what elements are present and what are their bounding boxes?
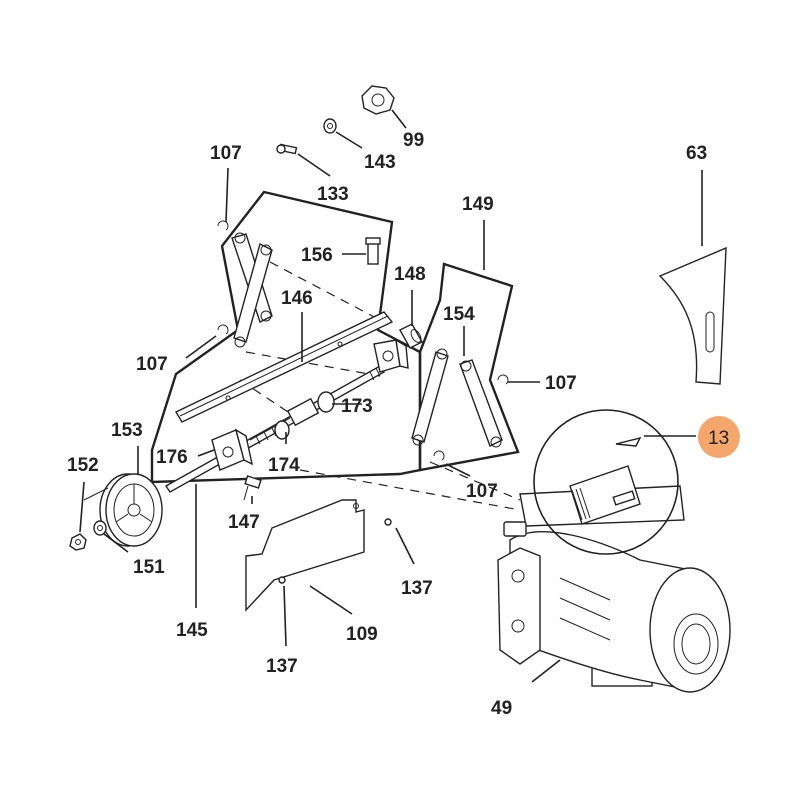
washer-143 — [323, 118, 337, 134]
knob-99 — [361, 85, 395, 115]
callout-156: 156 — [301, 245, 333, 266]
rail-146 — [175, 311, 394, 423]
callout-174: 174 — [268, 455, 300, 476]
callout-152: 152 — [67, 455, 99, 476]
callout-107-right: 107 — [545, 373, 577, 394]
bearing-block-top — [373, 338, 409, 373]
linkage-arm-right — [411, 348, 503, 448]
callout-148: 148 — [394, 264, 426, 285]
nut-152 — [69, 533, 87, 551]
motor-49 — [497, 485, 731, 693]
callout-145: 145 — [176, 620, 208, 641]
frame-outline-right — [418, 262, 520, 472]
callout-labels: 99 143 133 107 149 63 156 148 146 154 10… — [67, 130, 729, 719]
callout-147: 147 — [228, 512, 260, 533]
callout-137-bottom: 137 — [266, 656, 298, 677]
blade-63 — [658, 246, 727, 385]
bolt-133 — [276, 143, 298, 155]
callout-109: 109 — [346, 624, 378, 645]
coupling-173 — [274, 391, 335, 440]
screw-147 — [243, 475, 262, 501]
washer-151 — [93, 520, 107, 536]
callout-176: 176 — [156, 447, 188, 468]
callout-13: 13 — [708, 428, 729, 449]
alignment-lines — [239, 261, 521, 511]
callout-107-bottom: 107 — [466, 481, 498, 502]
callout-151: 151 — [133, 557, 165, 578]
bearing-block-176 — [211, 428, 253, 471]
callout-154: 154 — [443, 304, 475, 325]
callout-173: 173 — [341, 396, 373, 417]
screw-156 — [365, 237, 381, 265]
callout-153: 153 — [111, 420, 143, 441]
pulley-153 — [83, 473, 163, 547]
frame-outline-left — [150, 190, 422, 484]
callout-107-left: 107 — [136, 354, 168, 375]
callout-107-top: 107 — [210, 143, 242, 164]
callout-146: 146 — [281, 288, 313, 309]
callout-63: 63 — [686, 143, 707, 164]
screws-137 — [278, 518, 392, 584]
detail-circle — [533, 409, 679, 555]
callout-49: 49 — [491, 698, 512, 719]
callout-143: 143 — [364, 152, 396, 173]
highlight-marker-13 — [698, 416, 740, 458]
pin-148 — [399, 323, 423, 349]
callout-99: 99 — [403, 130, 424, 151]
clips-107 — [217, 220, 509, 461]
cover-plate-109 — [245, 499, 365, 612]
linkage-arm-left — [231, 232, 273, 348]
callout-149: 149 — [462, 194, 494, 215]
leader-lines — [79, 109, 703, 683]
callout-133: 133 — [317, 184, 349, 205]
callout-137-right: 137 — [401, 578, 433, 599]
